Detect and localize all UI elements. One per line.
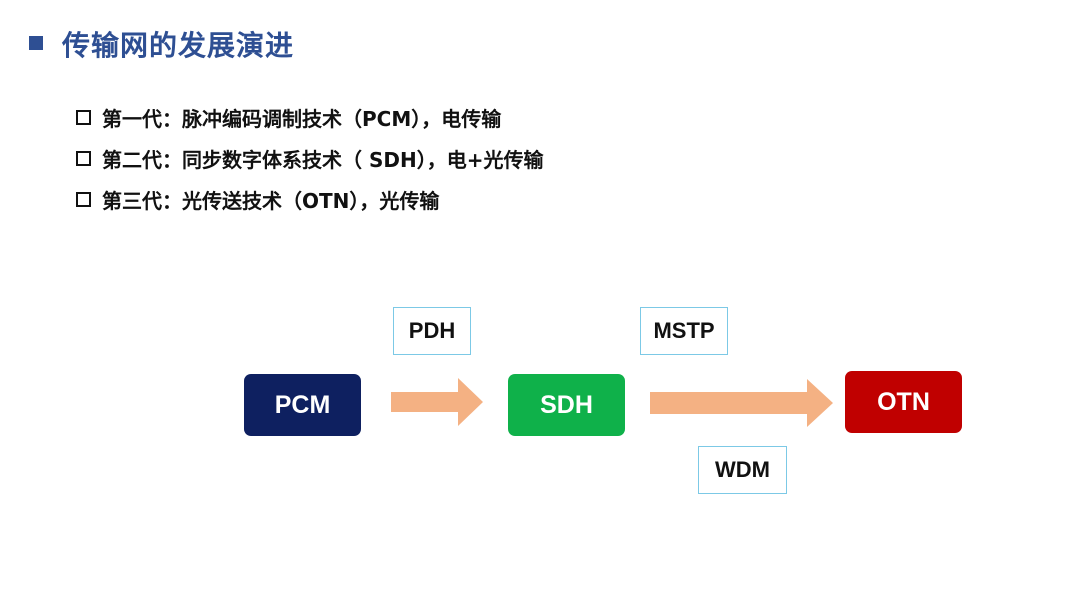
bullet-text: 第三代：光传送技术（OTN），光传输 — [102, 189, 440, 213]
edge-label-mstp: MSTP — [640, 307, 728, 355]
bullet-item-gen1: 第一代：脉冲编码调制技术（PCM），电传输 — [76, 97, 543, 138]
arrow-sdh-to-otn — [650, 379, 833, 427]
hollow-square-bullet-icon — [76, 151, 91, 166]
hollow-square-bullet-icon — [76, 192, 91, 207]
edge-label-wdm: WDM — [698, 446, 787, 494]
bullet-item-gen3: 第三代：光传送技术（OTN），光传输 — [76, 179, 543, 220]
node-sdh: SDH — [508, 374, 625, 436]
bullet-text: 第一代：脉冲编码调制技术（PCM），电传输 — [102, 107, 502, 131]
hollow-square-bullet-icon — [76, 110, 91, 125]
bullet-text: 第二代：同步数字体系技术（ SDH），电+光传输 — [102, 148, 544, 172]
node-pcm: PCM — [244, 374, 361, 436]
bullet-item-gen2: 第二代：同步数字体系技术（ SDH），电+光传输 — [76, 138, 543, 179]
node-otn: OTN — [845, 371, 962, 433]
edge-label-pdh: PDH — [393, 307, 471, 355]
title-square-icon — [29, 36, 43, 50]
arrow-pcm-to-sdh — [391, 378, 483, 426]
page-title: 传输网的发展演进 — [62, 29, 295, 62]
bullet-list: 第一代：脉冲编码调制技术（PCM），电传输 第二代：同步数字体系技术（ SDH）… — [76, 97, 543, 220]
